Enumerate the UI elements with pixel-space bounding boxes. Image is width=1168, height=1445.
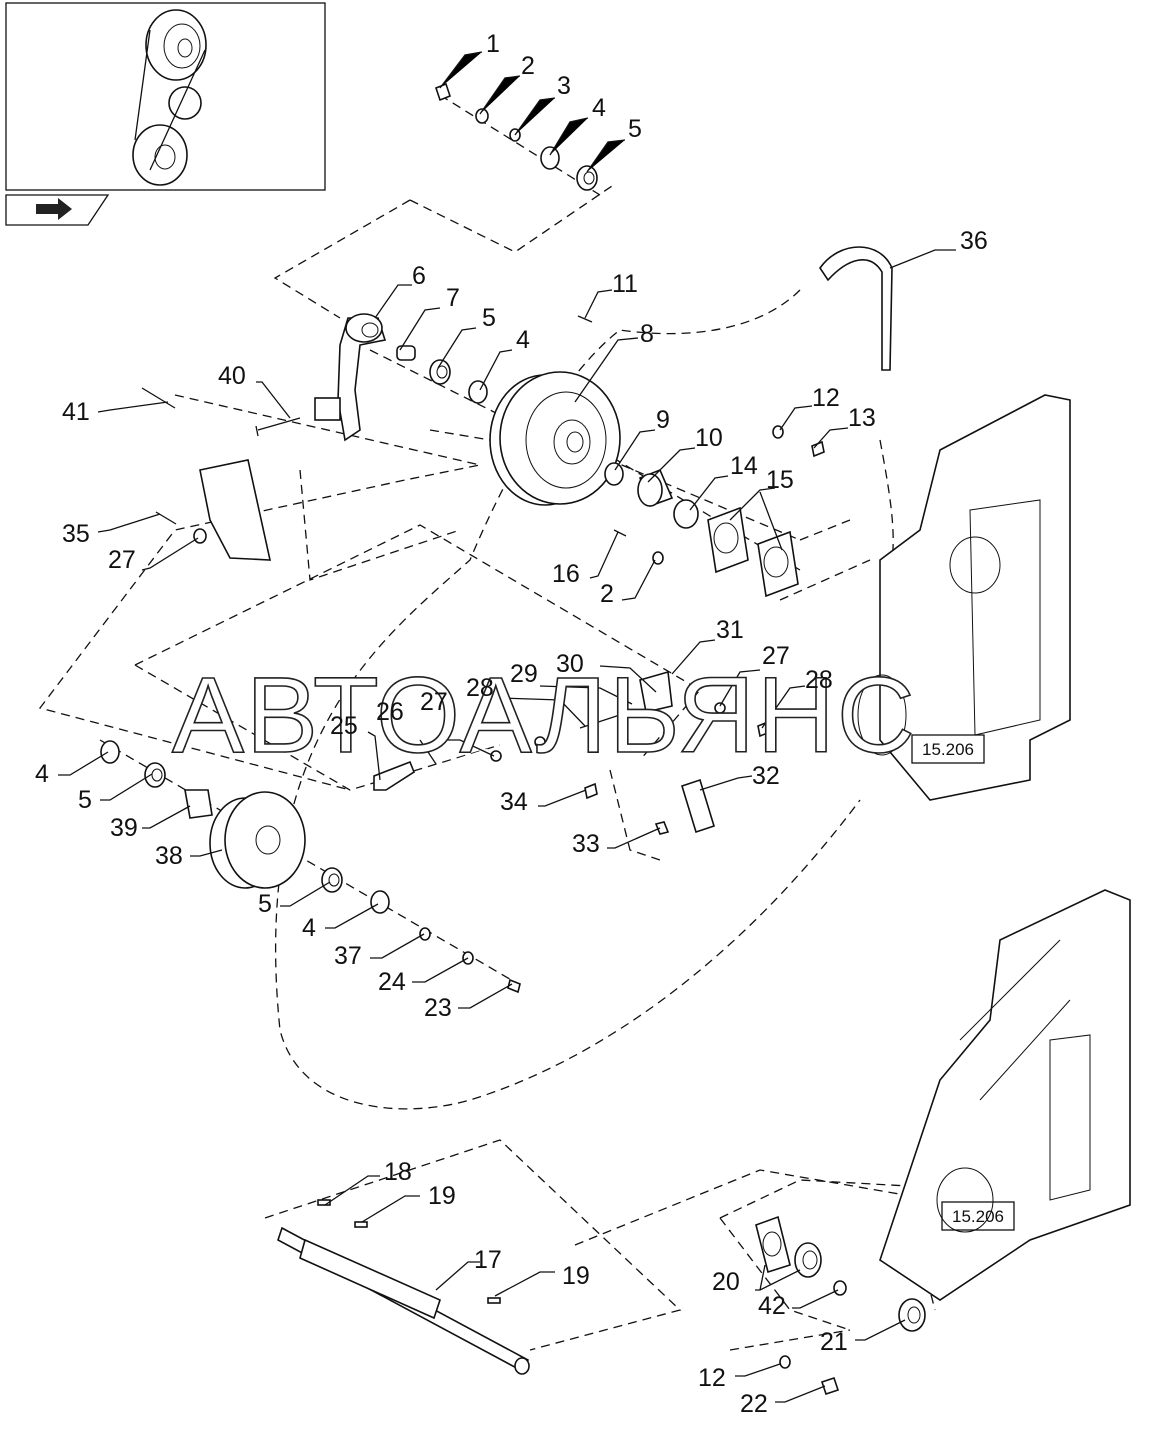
callout-label: 5 [628,115,642,143]
callout-label: 37 [334,942,362,970]
callout-label: 14 [730,452,758,480]
hub-bearing-flanges [604,425,825,598]
callout-label: 17 [474,1246,502,1274]
main-pulley [489,371,621,506]
callout-label: 27 [420,688,448,716]
tensioner-linkage [373,670,771,835]
callout-label: 5 [78,786,92,814]
callout-label: 42 [758,1292,786,1320]
right-housing-frame [857,394,1071,801]
callout-label: 28 [466,674,494,702]
callout-label: 4 [592,94,606,122]
callout-label: 40 [218,362,246,390]
reference-box-label[interactable]: 15.206 [922,740,974,759]
bottom-bearing-group [755,1215,926,1396]
callout-label: 9 [656,406,670,434]
callout-label: 35 [62,520,90,548]
shaft-with-keys [277,1199,530,1375]
callout-label: 21 [820,1328,848,1356]
callout-labels: 1 2 3 4 5 36 6 11 7 5 8 4 40 41 9 12 13 … [35,30,988,1418]
callout-label: 36 [960,227,988,255]
reference-box-label[interactable]: 15.206 [952,1207,1004,1226]
callout-label: 2 [600,580,614,608]
callout-label: 15 [766,466,794,494]
callout-label: 29 [510,660,538,688]
callout-label: 5 [258,890,272,918]
watermark-text: АВТОАЛЬЯНС [172,654,917,775]
callout-label: 39 [110,814,138,842]
tension-arm [314,313,387,442]
callout-label: 12 [698,1364,726,1392]
callout-label: 18 [384,1158,412,1186]
callout-label: 6 [412,262,426,290]
callout-label: 20 [712,1268,740,1296]
callout-label: 16 [552,560,580,588]
callout-label: 2 [521,52,535,80]
callout-label: 4 [516,326,530,354]
lower-right-frame [879,889,1131,1301]
callout-label: 5 [482,304,496,332]
callout-label: 22 [740,1390,768,1418]
callout-label: 27 [108,546,136,574]
callout-label: 19 [428,1182,456,1210]
callout-label: 28 [805,666,833,694]
idler-pulley-group [100,740,521,994]
callout-label: 33 [572,830,600,858]
callout-label: 7 [446,284,460,312]
assembly-dashed-lines [38,94,981,1351]
fastener-stack-top [435,82,598,191]
callout-label: 34 [500,788,528,816]
callout-label: 32 [752,762,780,790]
callout-label: 10 [695,424,723,452]
callout-label: 1 [486,30,500,58]
callout-label: 25 [330,712,358,740]
callout-label: 38 [155,842,183,870]
callout-label: 3 [557,72,571,100]
callout-label: 41 [62,398,90,426]
callout-label: 4 [35,760,49,788]
callout-label: 26 [376,698,404,726]
leader-lines [58,51,956,1403]
hose [819,246,893,371]
callout-label: 31 [716,616,744,644]
callout-label: 8 [640,320,654,348]
callout-label: 19 [562,1262,590,1290]
bushing-bearing-ring [396,345,488,404]
callout-label: 24 [378,968,406,996]
thumbnail-inset [5,2,326,191]
callout-label: 23 [424,994,452,1022]
navigation-arrow-icon[interactable] [5,194,110,226]
bolts [141,315,593,437]
callout-label: 4 [302,914,316,942]
callout-label: 13 [848,404,876,432]
mount-bracket [155,459,272,561]
callout-label: 27 [762,642,790,670]
callout-label: 30 [556,650,584,678]
callout-label: 12 [812,384,840,412]
callout-label: 11 [612,270,638,298]
